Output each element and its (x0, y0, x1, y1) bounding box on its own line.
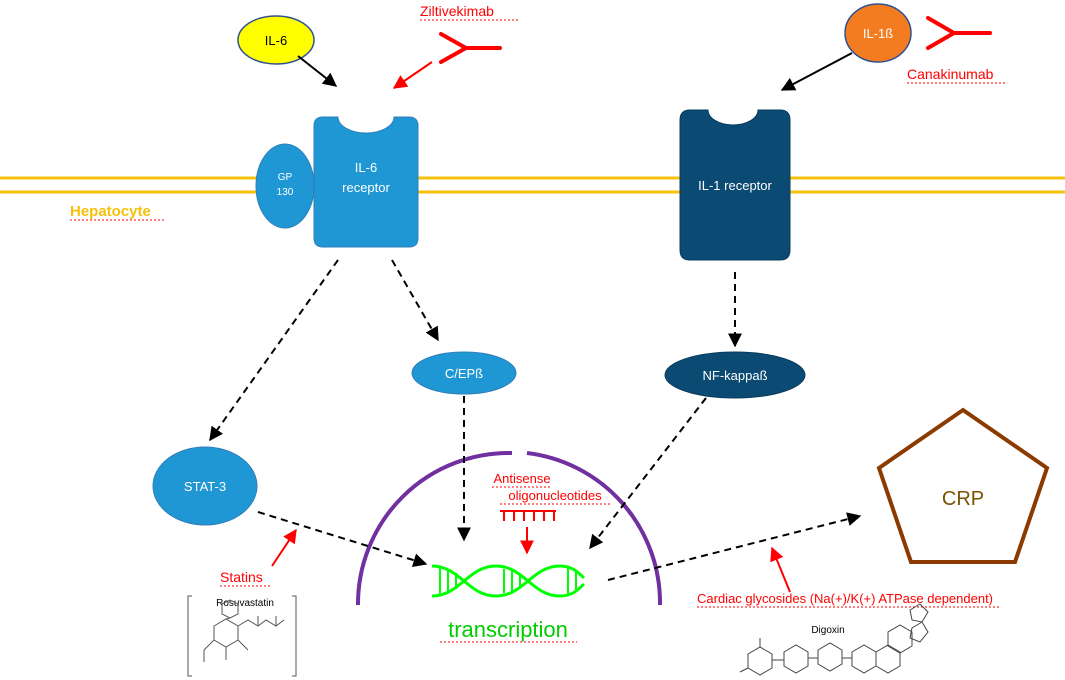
nucleus-membrane-right (526, 451, 663, 606)
il6-receptor (313, 116, 419, 248)
il1-receptor-label: IL-1 receptor (698, 178, 772, 193)
hepatocyte-label: Hepatocyte (70, 203, 151, 220)
gp130-label-line1: GP (278, 172, 293, 183)
antisense-label-line2: oligonucleotides (508, 488, 602, 503)
il6-receptor-label-line1: IL-6 (355, 160, 377, 175)
cardiac-glycosides-arrow (770, 546, 791, 593)
stat3-to-transcription-arrow (257, 511, 428, 567)
stat3-label: STAT-3 (184, 479, 226, 494)
cardiac-glycosides-label: Cardiac glycosides (Na(+)/K(+) ATPase de… (697, 591, 993, 606)
cebpb-label: C/EPß (445, 366, 483, 381)
il6r-to-cebpb-arrow (391, 259, 439, 342)
transcription-to-crp-arrow (607, 512, 862, 581)
crp-pentagon (876, 407, 1050, 564)
stat3-factor (152, 446, 258, 526)
canakinumab-antibody-icon (926, 16, 992, 50)
cebpb-factor (411, 351, 517, 395)
il6-label: IL-6 (265, 33, 287, 48)
gp130-label-line2: 130 (277, 187, 294, 198)
il1-receptor (679, 109, 791, 261)
statins-arrow (271, 528, 297, 567)
digoxin-structure-icon (739, 603, 929, 676)
dna-helix-icon (431, 564, 586, 598)
transcription-label: transcription (448, 617, 568, 642)
nfkb-factor (664, 351, 806, 399)
crp-label: CRP (942, 488, 984, 510)
antisense-label-line1: Antisense (493, 471, 550, 486)
il1b-binding-arrow (780, 52, 853, 91)
gp130-receptor (255, 143, 315, 229)
il6-ligand (237, 15, 315, 65)
canakinumab-label: Canakinumab (907, 66, 994, 82)
statins-label: Statins (220, 569, 263, 585)
rosuvastatin-structure-icon (187, 595, 297, 677)
antisense-oligo-icon (500, 510, 556, 521)
nfkb-to-transcription-arrow (589, 397, 707, 550)
il6r-to-stat3-arrow (209, 259, 339, 442)
cell-membrane (0, 176, 1065, 194)
ziltivekimab-antibody-icon (439, 32, 502, 64)
il1b-ligand (844, 3, 912, 63)
digoxin-label: Digoxin (811, 625, 844, 636)
il1b-label: IL-1ß (863, 26, 893, 41)
rosuvastatin-label: Rosuvastatin (216, 598, 274, 609)
nfkb-label: NF-kappaß (702, 368, 767, 383)
ziltivekimab-arrow (392, 61, 433, 89)
ziltivekimab-label: Ziltivekimab (420, 3, 494, 19)
il6-receptor-label-line2: receptor (342, 180, 390, 195)
nucleus-membrane-left (355, 450, 513, 606)
il6-binding-arrow (297, 55, 338, 87)
